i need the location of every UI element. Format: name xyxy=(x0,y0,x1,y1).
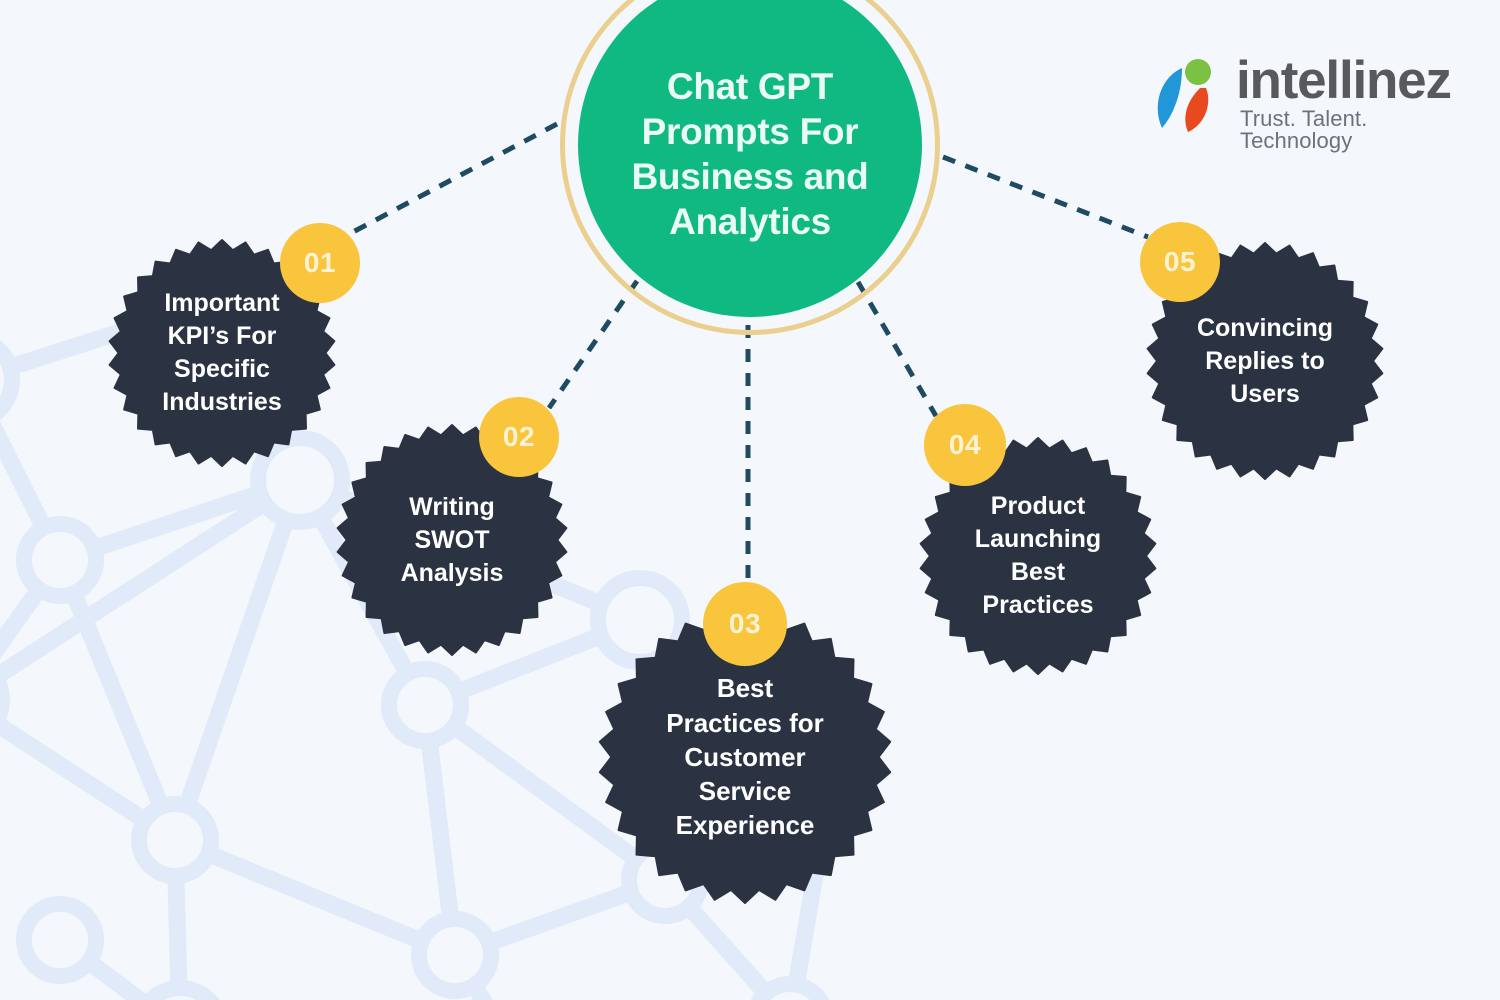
hub-disc: Chat GPT Prompts For Business and Analyt… xyxy=(578,0,922,317)
central-hub: Chat GPT Prompts For Business and Analyt… xyxy=(560,0,940,335)
logo-tagline: Trust. Talent. Technology xyxy=(1240,106,1368,153)
node-badge-05[interactable]: 05 xyxy=(1140,222,1220,302)
node-badge-04[interactable]: 04 xyxy=(924,404,1006,486)
hub-to-node-01 xyxy=(351,121,559,235)
node-badge-02[interactable]: 02 xyxy=(479,397,559,477)
node-badge-01[interactable]: 01 xyxy=(280,223,360,303)
hub-title: Chat GPT Prompts For Business and Analyt… xyxy=(631,65,869,243)
starburst-shape-02 xyxy=(336,424,568,656)
starburst-shape-05 xyxy=(1146,242,1384,480)
hub-outer-ring xyxy=(560,0,940,335)
hub-to-node-05 xyxy=(942,154,1149,240)
brand-logo: intellinez Trust. Talent. Technology xyxy=(1148,50,1468,152)
starburst-shape-04 xyxy=(919,437,1157,675)
logo-wordmark: intellinez xyxy=(1236,51,1452,110)
intellinez-logo-mark xyxy=(1157,59,1211,132)
node-badge-03[interactable]: 03 xyxy=(703,582,787,666)
starburst-shape-03 xyxy=(598,610,892,904)
